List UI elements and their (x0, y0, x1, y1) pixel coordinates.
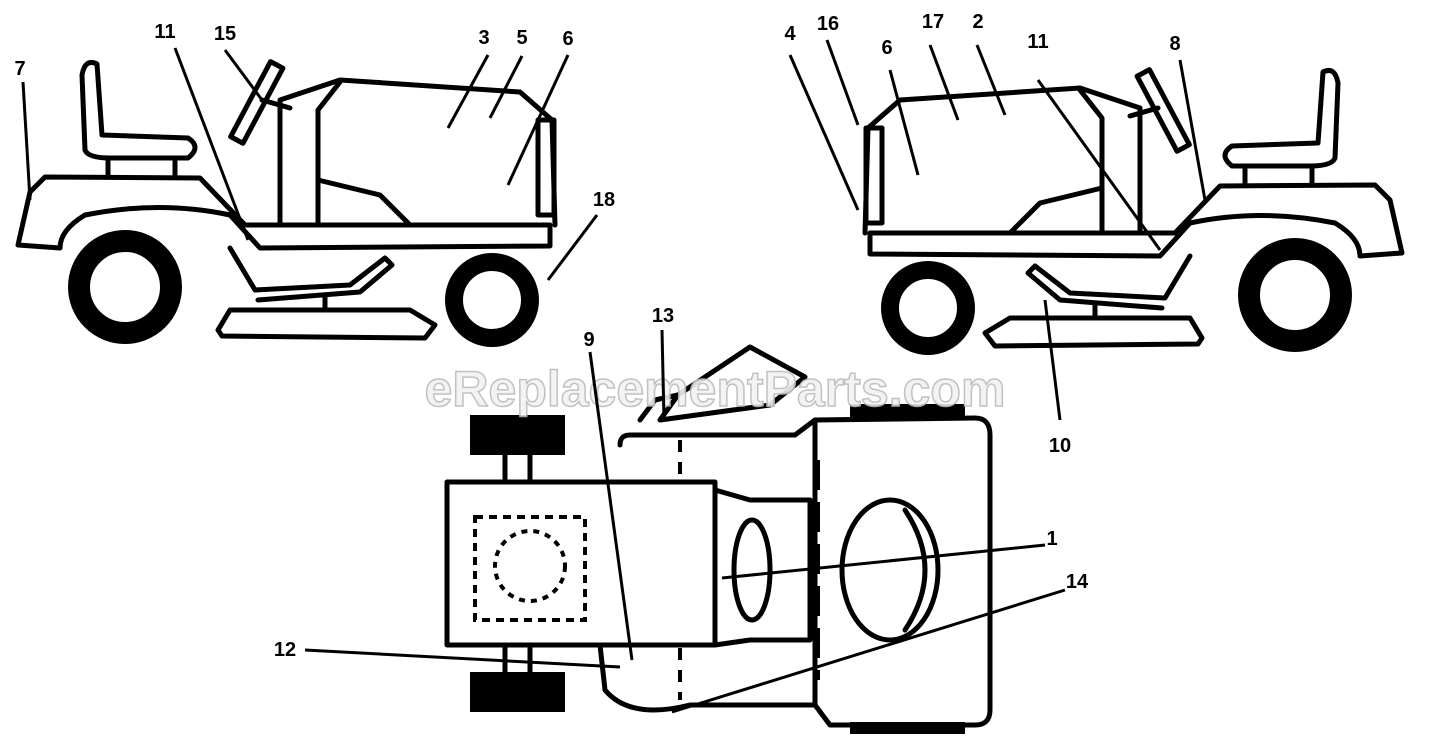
watermark: eReplacementParts.com (425, 361, 1006, 417)
callout-labels: 7 11 15 3 5 6 18 4 16 6 17 2 11 8 10 13 … (14, 11, 1180, 661)
callout-14: 14 (1066, 571, 1089, 593)
callout-13: 13 (652, 305, 674, 327)
callout-11-right: 11 (1027, 31, 1048, 53)
callout-6-right: 6 (881, 37, 892, 59)
callout-15: 15 (214, 23, 236, 45)
callout-8: 8 (1169, 33, 1180, 55)
callout-18: 18 (593, 189, 615, 211)
right-side-view (865, 70, 1402, 346)
callout-11-left: 11 (154, 21, 175, 43)
top-view (444, 344, 993, 734)
left-side-view (18, 62, 555, 338)
callout-4: 4 (784, 23, 796, 45)
callout-3: 3 (478, 27, 489, 49)
callout-10: 10 (1049, 435, 1071, 457)
callout-16: 16 (817, 13, 839, 35)
callout-9: 9 (583, 329, 594, 351)
callout-5: 5 (516, 27, 527, 49)
callout-1: 1 (1046, 528, 1057, 550)
callout-7: 7 (14, 58, 25, 80)
callout-6-left: 6 (562, 28, 573, 50)
callout-2: 2 (972, 11, 983, 33)
callout-12: 12 (274, 639, 296, 661)
leader-lines (21, 39, 1207, 714)
callout-17: 17 (922, 11, 944, 33)
